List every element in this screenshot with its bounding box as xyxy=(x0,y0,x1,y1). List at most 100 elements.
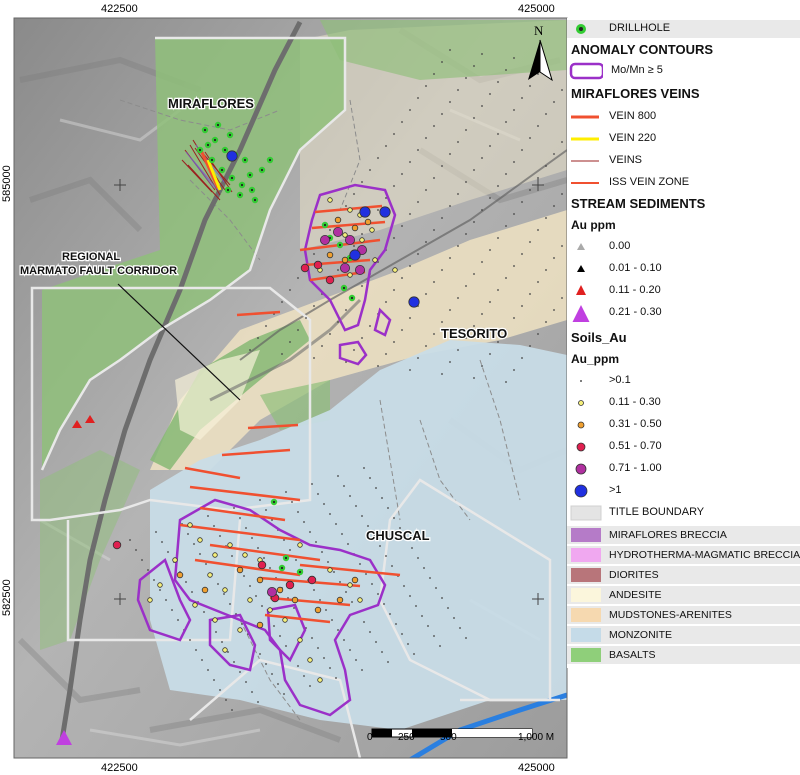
soil-dot xyxy=(513,109,515,111)
soil-point-low xyxy=(222,587,228,593)
soil-dot xyxy=(285,491,287,493)
soil-point-low xyxy=(347,582,353,588)
soil-dot xyxy=(401,173,403,175)
swatch-diorites xyxy=(571,568,601,582)
soil-dot xyxy=(239,671,241,673)
soil-dot xyxy=(441,373,443,375)
mudstones-arenites-unit xyxy=(150,210,567,470)
soil-dot xyxy=(233,507,235,509)
soil-point-max xyxy=(359,206,371,218)
soil-dot xyxy=(189,639,191,641)
soil-dot xyxy=(513,369,515,371)
soil-point-high xyxy=(112,540,122,550)
soil-point-mid xyxy=(256,576,264,584)
soil-dot xyxy=(375,487,377,489)
soil-dot xyxy=(513,213,515,215)
legend-stream-2-label: 0.11 - 0.20 xyxy=(609,284,661,296)
soil-dot xyxy=(241,623,243,625)
drillhole-center xyxy=(248,173,252,177)
soil-dot xyxy=(465,637,467,639)
drillhole-center xyxy=(284,556,288,560)
title-boundary-lines xyxy=(30,36,560,758)
soil-dot xyxy=(401,277,403,279)
legend-soil-2-label: 0.31 - 0.50 xyxy=(609,418,662,430)
soil-dot xyxy=(313,305,315,307)
soil-dot xyxy=(361,285,363,287)
soil-dot xyxy=(205,563,207,565)
soil-dot xyxy=(361,669,363,671)
drillhole-center xyxy=(230,176,234,180)
legend-geo-0: MIRAFLORES BRECCIA xyxy=(567,526,800,544)
soil-dot xyxy=(537,125,539,127)
soil-point-low xyxy=(342,232,348,238)
soil-dot xyxy=(425,293,427,295)
soil-dot xyxy=(489,353,491,355)
river xyxy=(408,692,567,758)
soil-dot xyxy=(393,341,395,343)
soil-dot xyxy=(305,317,307,319)
soil-dot xyxy=(381,497,383,499)
soil-point-low xyxy=(327,197,333,203)
soil-dot xyxy=(481,53,483,55)
soil-point-mid xyxy=(364,218,372,226)
legend-geo-4-label: MUDSTONES-ARENITES xyxy=(609,609,732,621)
soil-point-high xyxy=(285,580,295,590)
soil-dot xyxy=(409,369,411,371)
soil-dot xyxy=(481,105,483,107)
soil-dot xyxy=(473,221,475,223)
soil-dot xyxy=(561,141,563,143)
soil-dot xyxy=(505,381,507,383)
soil-dot xyxy=(561,245,563,247)
soil-dot xyxy=(393,237,395,239)
soil-dot xyxy=(351,601,353,603)
soil-dot xyxy=(425,189,427,191)
soil-point-low xyxy=(212,617,218,623)
soil-dot xyxy=(261,605,263,607)
miraflores-veins xyxy=(181,139,233,201)
soil-dot xyxy=(317,647,319,649)
soil-dot xyxy=(297,511,299,513)
soil-dot xyxy=(227,651,229,653)
soil-dot xyxy=(203,611,205,613)
soil-dot xyxy=(329,667,331,669)
soil-dot xyxy=(465,181,467,183)
soil-dot xyxy=(385,555,387,557)
soil-dot xyxy=(225,699,227,701)
soil-dot xyxy=(521,253,523,255)
soil-point-mid xyxy=(336,596,344,604)
soil-dot xyxy=(271,519,273,521)
stream-sediment-high xyxy=(56,730,72,745)
drillhole-center xyxy=(323,223,327,227)
soil-dot xyxy=(289,549,291,551)
drillhole-center xyxy=(243,158,247,162)
soil-dot xyxy=(529,85,531,87)
legend-veins: VEINS xyxy=(567,152,800,170)
soil-dot xyxy=(279,635,281,637)
soil-dot xyxy=(529,189,531,191)
legend-anomaly-title: ANOMALY CONTOURS xyxy=(571,42,714,57)
soil-dot xyxy=(433,73,435,75)
label-miraflores: MIRAFLORES xyxy=(168,96,254,111)
soil-dot xyxy=(257,547,259,549)
soil-dot xyxy=(289,289,291,291)
soil-dot xyxy=(473,117,475,119)
legend-soil-0-label: >0.1 xyxy=(609,374,631,386)
legend-geo-5: MONZONITE xyxy=(567,626,800,644)
soil-dot xyxy=(201,659,203,661)
soil-dot xyxy=(335,523,337,525)
anomaly-contour-icon xyxy=(569,62,603,80)
soil-dot xyxy=(497,289,499,291)
legend-vein800-label: VEIN 800 xyxy=(609,110,657,122)
soil-dot xyxy=(269,567,271,569)
soil-dot xyxy=(361,181,363,183)
legend-soils-title: Soils_Au xyxy=(571,330,627,345)
soil-dot xyxy=(345,309,347,311)
soil-dot xyxy=(317,493,319,495)
soil-dot xyxy=(257,701,259,703)
soil-dot xyxy=(529,137,531,139)
drillhole-center xyxy=(210,158,214,162)
soil-dot xyxy=(271,673,273,675)
soil-dot xyxy=(529,293,531,295)
soil-dot xyxy=(353,349,355,351)
legend-stream-0-label: 0.00 xyxy=(609,240,631,252)
